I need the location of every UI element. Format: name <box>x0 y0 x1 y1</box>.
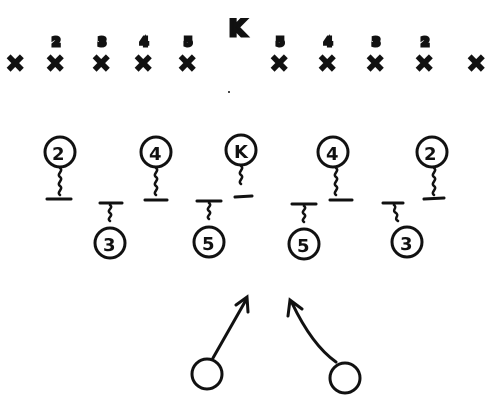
kicking-player-10-mark: × <box>467 51 485 76</box>
kicking-player-2-number: 2 <box>52 35 60 49</box>
returner-left-arrowhead <box>234 294 250 314</box>
front-player-3-label: K <box>234 142 249 163</box>
kicking-player-3-mark: × <box>92 51 110 76</box>
kicking-player-9-mark: × <box>415 51 433 76</box>
returner-right <box>286 297 362 395</box>
kicking-player-5-number: 5 <box>184 35 192 49</box>
front-player-2-label: 4 <box>149 144 162 165</box>
returner-right-arrowhead <box>286 297 304 318</box>
kicking-player-4-number: 4 <box>140 35 148 49</box>
front-player-1-label: 2 <box>52 144 65 165</box>
second-player-3-label: 5 <box>297 236 310 257</box>
front-player-3: K <box>224 133 258 199</box>
front-player-5: 2 <box>415 135 449 201</box>
second-player-1: 3 <box>93 201 127 260</box>
kicking-player-4-mark: × <box>134 51 152 76</box>
kicking-player-7-number: 4 <box>324 35 332 49</box>
second-player-2-label: 5 <box>202 234 215 255</box>
returner-left <box>190 294 250 391</box>
front-player-2: 4 <box>139 135 173 202</box>
second-player-1-label: 3 <box>103 235 116 256</box>
kicking-player-2-mark: × <box>46 51 64 76</box>
front-player-4: 4 <box>316 135 354 202</box>
kicking-player-6-mark: × <box>270 51 288 76</box>
second-player-2: 5 <box>192 199 226 259</box>
front-player-1: 2 <box>43 135 77 201</box>
kicking-player-8-number: 3 <box>372 35 380 49</box>
second-player-4-label: 3 <box>400 234 413 255</box>
front-player-4-label: 4 <box>326 144 339 165</box>
returner-left-route <box>211 298 248 360</box>
kicking-player-6-number: 5 <box>276 35 284 49</box>
stray-dot <box>228 91 230 93</box>
returner-right-route <box>290 301 338 364</box>
kicking-player-3-number: 3 <box>98 35 106 49</box>
kicker-label: K <box>229 17 247 42</box>
second-player-4: 3 <box>381 201 424 259</box>
kicking-player-7-mark: × <box>318 51 336 76</box>
front-player-5-label: 2 <box>424 144 437 165</box>
kicking-player-8-mark: × <box>366 51 384 76</box>
kicking-player-5-mark: × <box>178 51 196 76</box>
kicking-player-9-number: 2 <box>421 35 429 49</box>
second-player-3: 5 <box>287 202 321 261</box>
kicking-player-1-mark: × <box>6 51 24 76</box>
